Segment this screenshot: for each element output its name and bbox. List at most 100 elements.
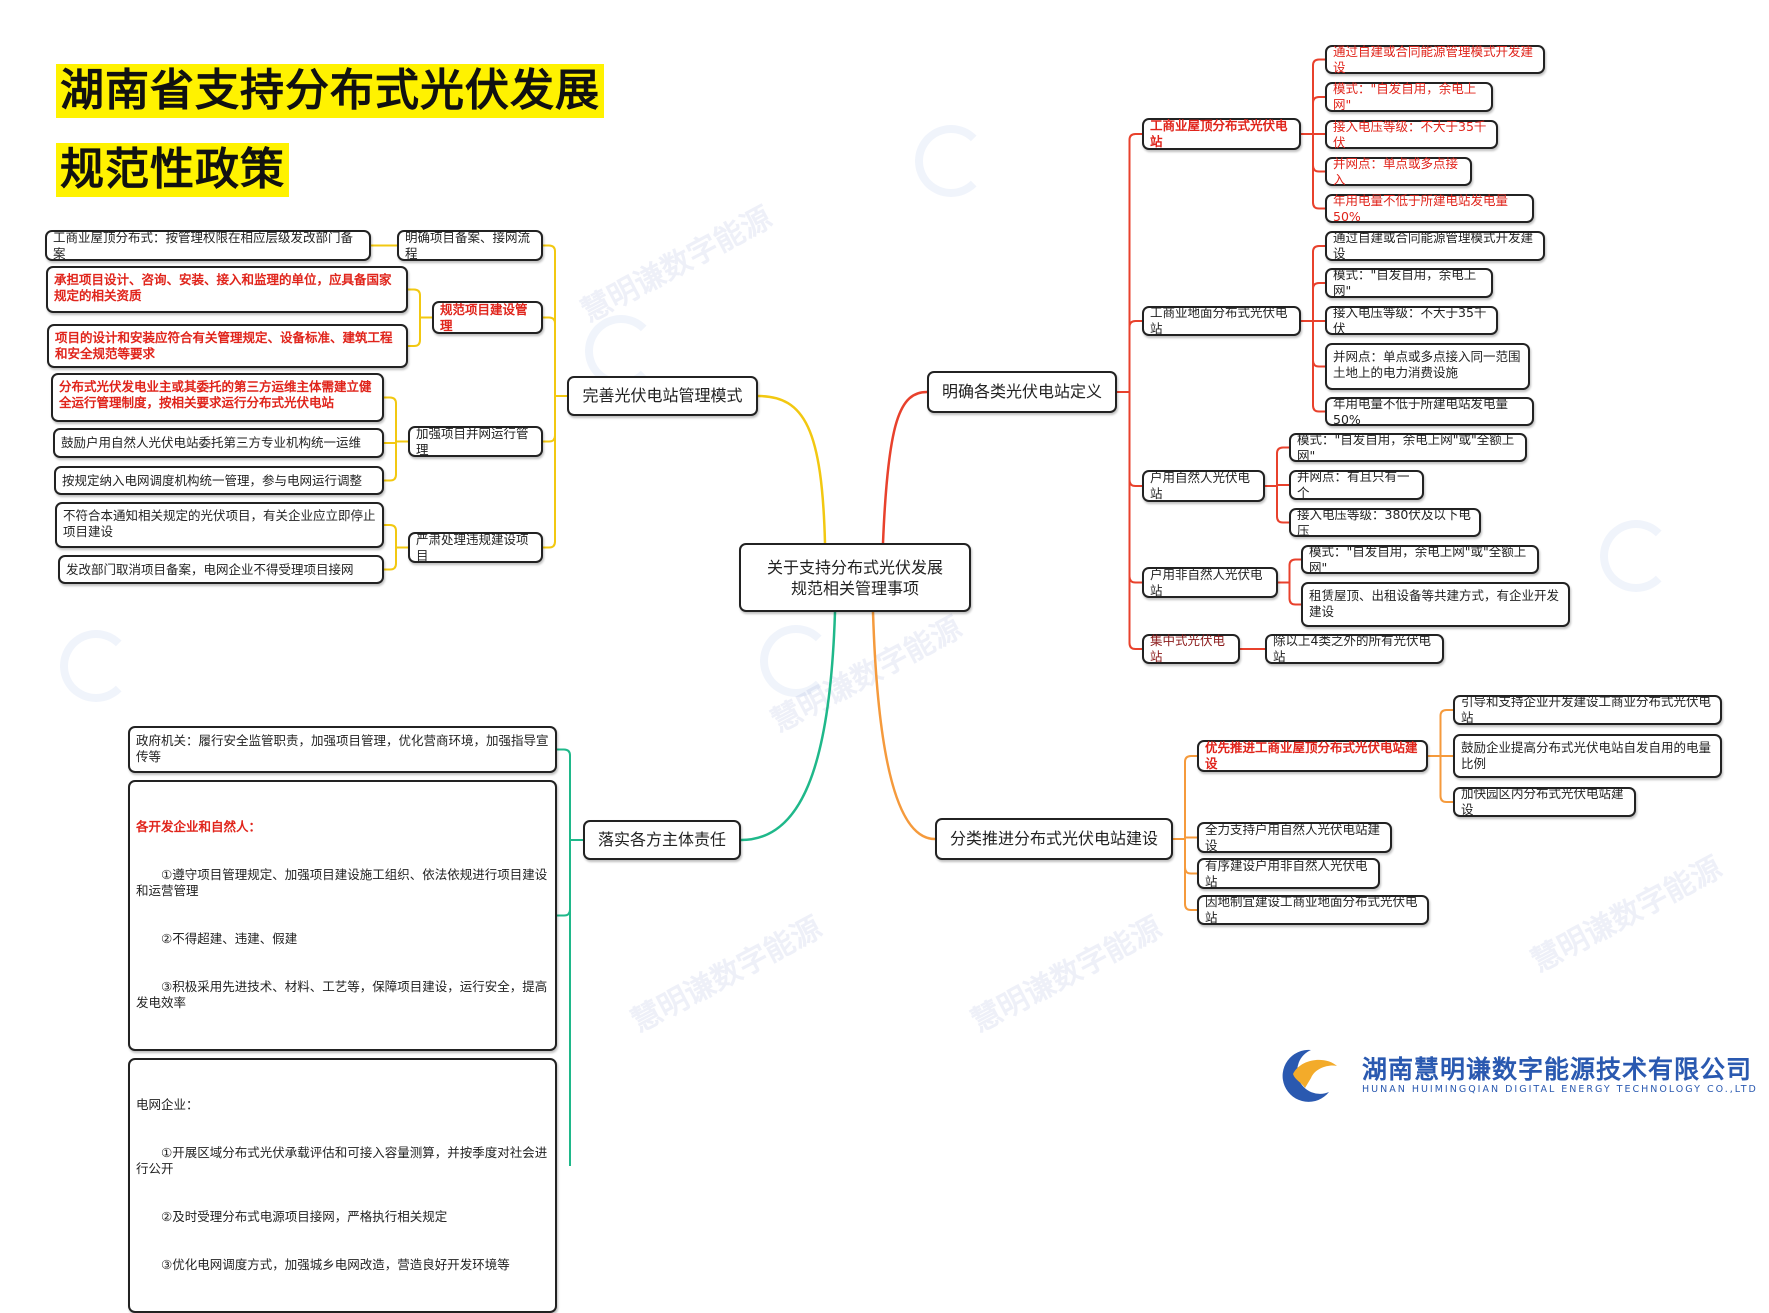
leaf-item[interactable]: 除以上4类之外的所有光伏电站 [1265,633,1444,664]
connector-center-management [757,394,827,544]
connector-line [384,524,408,549]
leaf-item[interactable]: 模式："自发自用，余电上网" [1325,81,1493,112]
group-ci-rooftop[interactable]: 工商业屋顶分布式光伏电站 [1142,118,1301,150]
connector-line [1265,485,1289,524]
branch-construction[interactable]: 分类推进分布式光伏电站建设 [935,818,1173,860]
leaf-item[interactable]: 按规定纳入电网调度机构统一管理，参与电网运行调整 [54,466,384,495]
leaf-item[interactable]: 加快园区内分布式光伏电站建设 [1453,786,1636,817]
connector-line [1301,96,1325,135]
group-filing-process[interactable]: 明确项目备案、接网流程 [397,230,543,261]
leaf-item[interactable]: 模式："自发自用，余电上网" [1325,267,1493,298]
connector-line [543,395,567,549]
connector-line [1117,320,1142,393]
leaf-item[interactable]: 项目的设计和安装应符合有关管理规定、设备标准、建筑工程和安全规范等要求 [47,324,408,368]
group-ci-ground-local[interactable]: 因地制宜建设工商业地面分布式光伏电站 [1197,894,1429,925]
connector-line [408,288,432,319]
connector-line [1301,320,1325,368]
responsibility-line: ②不得超建、违建、假建 [161,931,298,946]
responsibility-government[interactable]: 政府机关：履行安全监管职责，加强项目管理，优化营商环境，加强指导宣传等 [128,726,557,773]
connector-line [557,748,583,841]
page-title-line2: 规范性政策 [56,143,289,197]
watermark-logo-icon [760,625,832,697]
connector-line [569,839,583,1166]
leaf-item[interactable]: 并网点：单点或多点接入同一范围土地上的电力消费设施 [1325,343,1530,390]
group-grid-operation[interactable]: 加强项目并网运行管理 [408,426,543,457]
connector-line [1428,709,1453,757]
connector-line [1278,581,1301,606]
leaf-item[interactable]: 接入电压等级：380伏及以下电压 [1289,507,1481,538]
group-household-natural-support[interactable]: 全力支持户用自然人光伏电站建设 [1197,822,1392,853]
responsibility-line: ③优化电网调度方式，加强城乡电网改造，营造良好开发环境等 [161,1257,510,1272]
leaf-item[interactable]: 鼓励户用自然人光伏电站委托第三方专业机构统一运维 [53,428,384,458]
connector-line [1301,320,1325,413]
leaf-item[interactable]: 租赁屋顶、出租设备等共建方式，有企业开发建设 [1301,582,1570,627]
group-construction-management[interactable]: 规范项目建设管理 [432,301,543,334]
connector-center-definition [881,390,928,544]
connector-line [1428,755,1453,803]
responsibility-line: ②及时受理分布式电源项目接网，严格执行相关规定 [161,1209,448,1224]
company-logo-icon [1282,1049,1337,1102]
leaf-item[interactable]: 发改部门取消项目备案，电网企业不得受理项目接网 [58,555,384,584]
branch-management[interactable]: 完善光伏电站管理模式 [567,376,758,416]
group-household-natural[interactable]: 户用自然人光伏电站 [1142,470,1265,502]
leaf-item[interactable]: 模式："自发自用，余电上网"或"全额上网" [1289,432,1527,463]
leaf-item[interactable]: 接入电压等级：不大于35千伏 [1325,119,1498,150]
responsibility-heading: 电网企业： [136,1097,199,1112]
connector-line [1173,755,1197,840]
group-ci-ground[interactable]: 工商业地面分布式光伏电站 [1142,305,1301,336]
leaf-item[interactable]: 鼓励企业提高分布式光伏电站自发自用的电量比例 [1453,734,1722,778]
leaf-item[interactable]: 并网点：单点或多点接入 [1325,156,1472,187]
leaf-item[interactable]: 接入电压等级：不大于35千伏 [1325,305,1498,336]
connector-line [384,546,408,571]
leaf-item[interactable]: 不符合本通知相关规定的光伏项目，有关企业应立即停止项目建设 [55,502,384,548]
responsibility-grid-companies[interactable]: 电网企业： ①开展区域分布式光伏承载评估和可接入容量测算，并按季度对社会进行公开… [128,1058,557,1313]
group-household-nonnatural-orderly[interactable]: 有序建设户用非自然人光伏电站 [1197,858,1380,889]
leaf-item[interactable]: 通过自建或合同能源管理模式开发建设 [1325,44,1545,75]
responsibility-line: ①遵守项目管理规定、加强项目建设施工组织、依法依规进行项目建设和运营管理 [136,867,548,898]
responsibility-heading: 各开发企业和自然人： [136,819,262,834]
leaf-item[interactable]: 引导和支持企业开发建设工商业分布式光伏电站 [1453,694,1722,725]
connector-line [1173,838,1197,911]
mind-map: 慧明谦数字能源 慧明谦数字能源 慧明谦数字能源 慧明谦数字能源 慧明谦数字能源 … [45,44,1756,1313]
connector-line [1117,133,1142,393]
watermark-logo-icon [60,630,132,702]
branch-responsibility[interactable]: 落实各方主体责任 [583,820,741,860]
leaf-item[interactable]: 年用电量不低于所建电站发电量50% [1325,396,1534,427]
connector-line [384,440,408,482]
connector-line [1301,133,1325,210]
leaf-item[interactable]: 模式："自发自用，余电上网"或"全额上网" [1301,544,1539,575]
central-topic[interactable]: 关于支持分布式光伏发展 规范相关管理事项 [739,543,971,612]
connector-line [1173,836,1197,840]
leaf-item[interactable]: 承担项目设计、咨询、安装、接入和监理的单位，应具备国家规定的相关资质 [46,266,408,313]
watermark-logo-icon [915,125,987,197]
central-topic-line1: 关于支持分布式光伏发展 [766,557,943,577]
branch-definition[interactable]: 明确各类光伏电站定义 [927,371,1117,413]
leaf-item[interactable]: 年用电量不低于所建电站发电量50% [1325,193,1534,224]
responsibility-developers[interactable]: 各开发企业和自然人： ①遵守项目管理规定、加强项目建设施工组织、依法依规进行项目… [128,780,557,1051]
connector-line [557,839,583,917]
watermark: 慧明谦数字能源 [575,200,778,330]
connector-line [543,395,567,443]
leaf-item[interactable]: 通过自建或合同能源管理模式开发建设 [1325,230,1545,261]
group-household-nonnatural[interactable]: 户用非自然人光伏电站 [1142,567,1278,598]
connector-line [1301,245,1325,322]
connector-line [1301,133,1325,173]
responsibility-line: ③积极采用先进技术、材料、工艺等，保障项目建设，运行安全，提高发电效率 [136,979,548,1010]
group-centralized[interactable]: 集中式光伏电站 [1142,633,1240,664]
connector-line [1301,282,1325,322]
connector-line [1265,484,1289,487]
leaf-item[interactable]: 工商业屋顶分布式：按管理权限在相应层级发改部门备案 [45,230,371,261]
central-topic-line2: 规范相关管理事项 [790,578,919,598]
connector-line [1173,838,1197,875]
leaf-item[interactable]: 并网点：有且只有一个 [1289,469,1424,500]
leaf-item[interactable]: 分布式光伏发电业主或其委托的第三方运维主体需建立健全运行管理制度，按相关要求运行… [51,373,384,422]
watermark-logo-icon [1600,520,1672,592]
connector-line [1265,446,1289,487]
group-violations[interactable]: 严肃处理违规建设项目 [408,532,543,563]
company-name-cn: 湖南慧明谦数字能源技术有限公司 [1362,1055,1753,1084]
group-priority-ci-rooftop[interactable]: 优先推进工商业屋顶分布式光伏电站建设 [1197,740,1428,772]
page-title-line1: 湖南省支持分布式光伏发展 [56,64,604,118]
connector-line [384,440,408,444]
responsibility-list: 政府机关：履行安全监管职责，加强项目管理，优化营商环境，加强指导宣传等 各开发企… [128,726,557,1313]
connector-line [384,396,408,443]
